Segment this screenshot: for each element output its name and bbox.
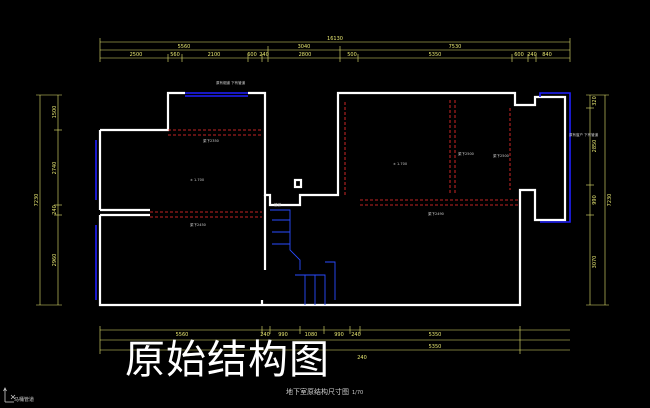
- dim-top-row2-2: 560: [170, 52, 180, 58]
- drawing-name: 地下室原结构尺寸图: [286, 388, 349, 396]
- dim-bottom-7: 5350: [429, 332, 442, 338]
- ucs-label: 马桶管道: [14, 397, 35, 403]
- dim-overall-top: 16130: [327, 36, 343, 42]
- dim-bottom-5: 990: [334, 332, 344, 338]
- dim-left-outer: 7230: [34, 194, 40, 207]
- dim-top-row2-9: 600: [514, 52, 524, 58]
- dim-bottom-3: 990: [278, 332, 288, 338]
- note-beam-d: 梁下2500: [493, 153, 509, 158]
- dim-right-3: 990: [592, 195, 598, 205]
- dim-right-4: 3070: [592, 256, 598, 269]
- note-right: 原有窗户 下有管道: [569, 132, 599, 137]
- note-stair: 楼梯: [274, 202, 282, 207]
- note-beam-b: 梁下2450: [190, 222, 206, 227]
- note-vent: 原有烟道 下有管道: [216, 80, 246, 85]
- dim-top-row2-4: 600: [247, 52, 257, 58]
- dim-top-row1-2: 3040: [298, 44, 311, 50]
- dim-top-row2-3: 2100: [208, 52, 221, 58]
- note-beam-a: 梁下2350: [203, 138, 219, 143]
- dim-left-3: 240: [52, 205, 58, 215]
- dim-top-row2-7: 500: [347, 52, 357, 58]
- dim-top-row2-11: 840: [542, 52, 552, 58]
- windows: [95, 92, 571, 300]
- dim-top-row2-6: 2800: [299, 52, 312, 58]
- note-beam-e: 梁下2490: [428, 211, 444, 216]
- dim-top-row2-5: 240: [259, 52, 269, 58]
- walls: [98, 91, 567, 307]
- dim-right-1: 320: [592, 96, 598, 106]
- dim-left-2: 2740: [52, 162, 58, 175]
- drawing-scale: 1/70: [352, 390, 364, 396]
- dim-top-row2-1: 2500: [130, 52, 143, 58]
- dim-bottom-row2: 5350: [429, 344, 442, 350]
- dim-bottom-2: 240: [260, 332, 270, 338]
- note-beam-c: 梁下2500: [458, 151, 474, 156]
- dim-bottom-1: 5560: [176, 332, 189, 338]
- beam-lines: [150, 100, 520, 218]
- dim-bottom-row3: 240: [357, 355, 367, 361]
- dim-left-1: 1500: [52, 106, 58, 119]
- dim-top-row2-8: 5350: [429, 52, 442, 58]
- dim-right-outer: 7230: [607, 194, 613, 207]
- dim-left-4: 2960: [52, 254, 58, 267]
- note-mid-room: ± 1.700: [393, 162, 407, 166]
- note-left-room: ± 1.700: [190, 178, 204, 182]
- dim-top-row1-1: 5560: [178, 44, 191, 50]
- page-title: 原始结构图: [125, 337, 330, 383]
- dim-bottom-6: 240: [351, 332, 361, 338]
- dim-top-row2-10: 240: [527, 52, 537, 58]
- dimension-lines: [36, 38, 609, 354]
- dim-bottom-4: 1080: [305, 332, 318, 338]
- ucs-axis-icon: [3, 387, 16, 403]
- dim-right-2: 2850: [592, 140, 598, 153]
- dim-top-row1-3: 7530: [449, 44, 462, 50]
- stair-lines: [270, 209, 336, 305]
